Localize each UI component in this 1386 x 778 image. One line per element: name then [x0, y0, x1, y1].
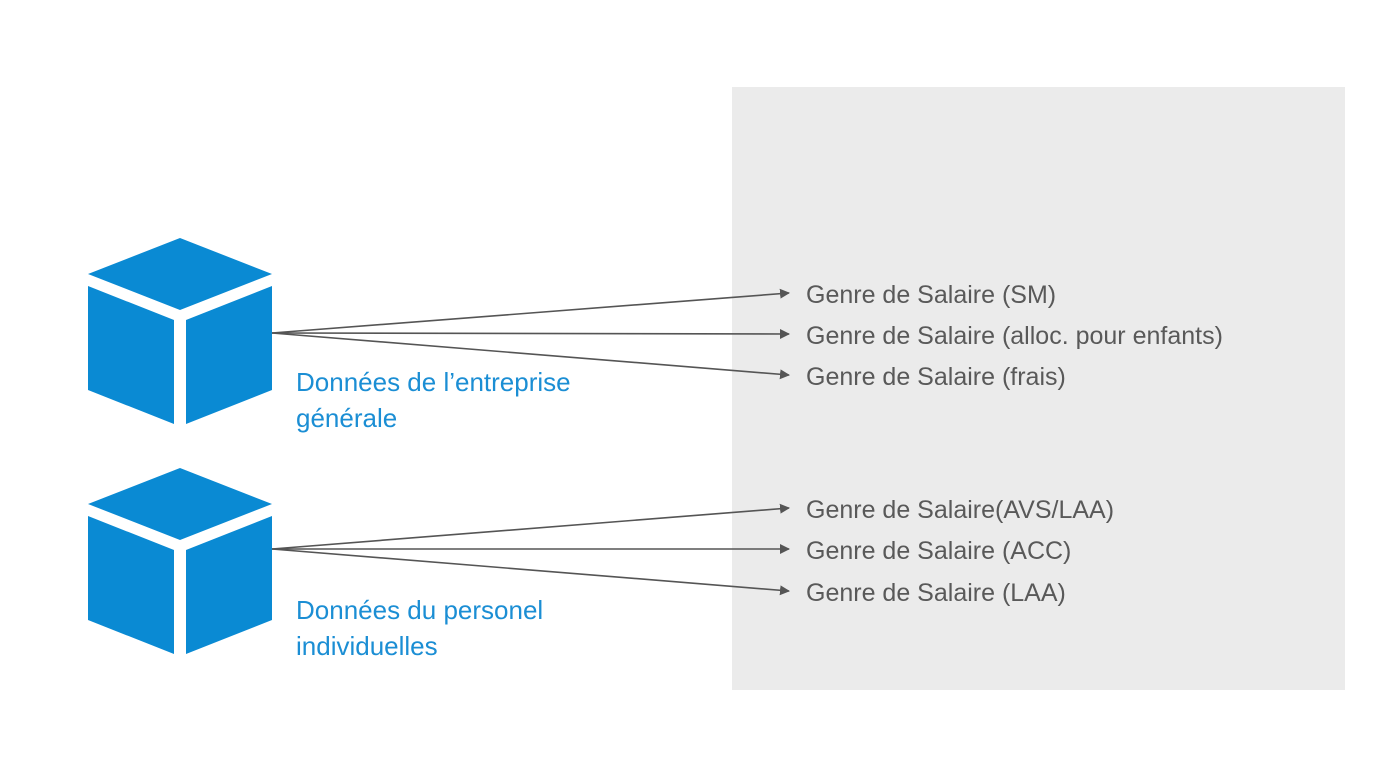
- salary-type-item: Genre de Salaire (LAA): [806, 579, 1066, 607]
- arrow: [271, 503, 790, 550]
- arrow: [271, 288, 790, 334]
- cube-icon: [88, 468, 272, 654]
- cube-icon: [88, 238, 272, 424]
- salary-type-item: Genre de Salaire (ACC): [806, 537, 1072, 565]
- group-label-line: individuelles: [296, 631, 438, 661]
- salary-type-item: Genre de Salaire (SM): [806, 281, 1057, 309]
- group-label-company: Données de l’entreprise générale: [296, 364, 571, 436]
- group-label-personnel: Données du personel individuelles: [296, 592, 543, 664]
- output-panel: [732, 87, 1345, 690]
- group-label-line: générale: [296, 403, 398, 433]
- group-label-line: Données de l’entreprise: [296, 367, 571, 397]
- salary-type-item: Genre de Salaire (frais): [806, 363, 1066, 391]
- arrow: [271, 332, 790, 380]
- group-label-line: Données du personel: [296, 595, 544, 625]
- arrow: [271, 548, 790, 596]
- salary-type-item: Genre de Salaire (alloc. pour enfants): [806, 322, 1223, 350]
- salary-type-item: Genre de Salaire(AVS/LAA): [806, 496, 1115, 524]
- arrow: [271, 328, 790, 339]
